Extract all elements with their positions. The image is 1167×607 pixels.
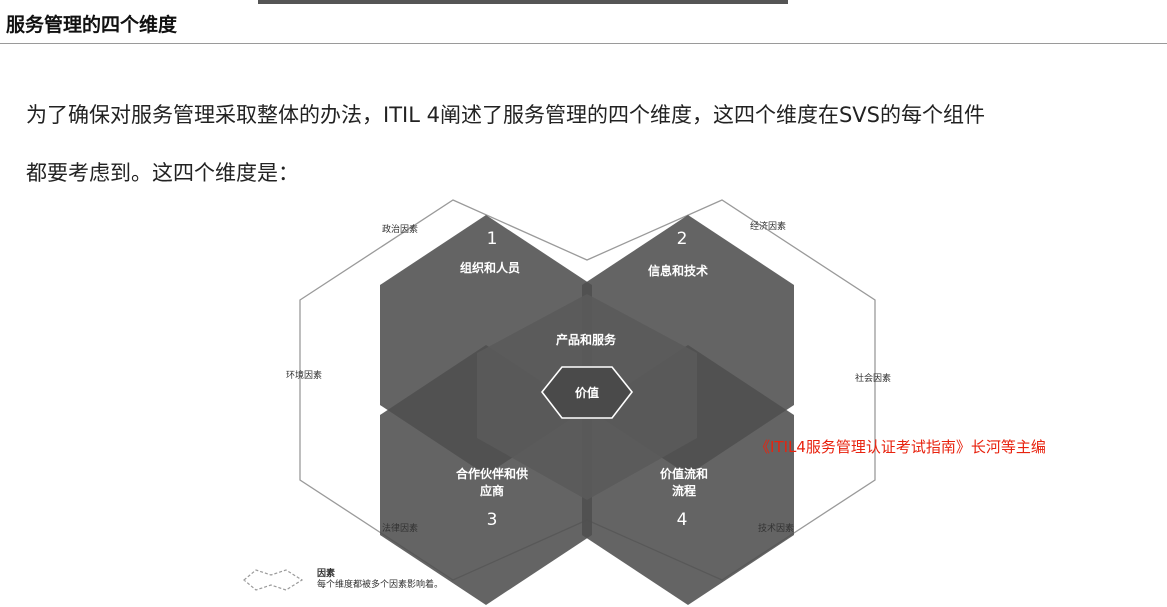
factor-legal: 法律因素 — [382, 522, 418, 534]
products-services-label: 产品和服务 — [556, 332, 617, 347]
dimension-number-2: 2 — [677, 229, 688, 249]
intro-paragraph: 为了确保对服务管理采取整体的办法，ITIL 4阐述了服务管理的四个维度，这四个维… — [26, 86, 1156, 202]
hexagon-value — [540, 366, 634, 419]
value-label: 价值 — [575, 385, 599, 400]
dimension-label-value-streams-line2: 流程 — [672, 483, 696, 498]
factor-political: 政治因素 — [382, 223, 418, 235]
dimension-label-value-streams-line1: 价值流和 — [660, 466, 708, 481]
factor-technological: 技术因素 — [758, 522, 794, 534]
intro-line-2: 都要考虑到。这四个维度是： — [26, 161, 299, 185]
legend-title: 因素 — [317, 567, 335, 579]
factor-economic: 经济因素 — [750, 220, 786, 232]
dimension-label-partners-suppliers-line2: 应商 — [480, 483, 504, 498]
legend-description: 每个维度都被多个因素影响着。 — [317, 578, 443, 590]
section-heading: 服务管理的四个维度 — [6, 14, 178, 36]
factor-environmental: 环境因素 — [286, 369, 322, 381]
legend: 因素 每个维度都被多个因素影响着。 — [243, 567, 443, 591]
source-citation: 《ITIL4服务管理认证考试指南》长河等主编 — [755, 438, 1046, 456]
legend-factor-outline-icon — [243, 569, 304, 591]
heading-divider — [0, 43, 1167, 44]
factor-social: 社会因素 — [855, 372, 891, 384]
top-rule-bar — [258, 0, 788, 4]
dimension-label-partners-suppliers-line1: 合作伙伴和供 — [456, 466, 528, 481]
dimension-number-3: 3 — [487, 510, 498, 530]
dimension-label-organizations-people: 组织和人员 — [460, 260, 520, 275]
four-dimensions-diagram: 1 2 3 4 组织和人员 信息和技术 合作伙伴和供 应商 价值流和 流程 产品… — [243, 199, 891, 605]
dimension-number-4: 4 — [677, 510, 688, 530]
dimension-label-information-technology: 信息和技术 — [648, 263, 708, 278]
intro-line-1: 为了确保对服务管理采取整体的办法，ITIL 4阐述了服务管理的四个维度，这四个维… — [26, 103, 985, 127]
dimension-number-1: 1 — [487, 229, 498, 249]
